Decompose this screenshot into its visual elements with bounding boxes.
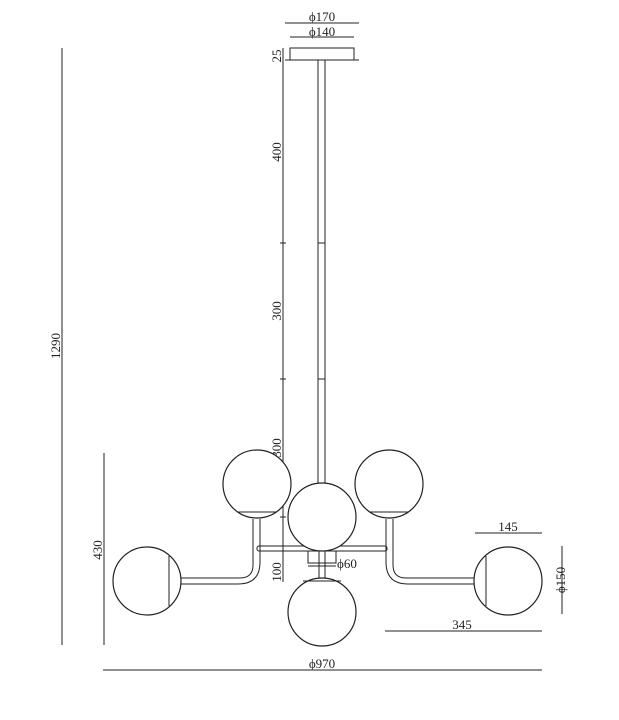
- globe-right: [473, 546, 543, 616]
- total-height-label: 1290: [48, 333, 63, 359]
- rod-dim-ticks: [280, 242, 286, 518]
- canopy: [289, 47, 355, 61]
- globe-bottom: [287, 577, 357, 647]
- right-arm: [385, 519, 476, 585]
- globe-center: [287, 482, 357, 552]
- body-height-label: 430: [90, 540, 105, 560]
- shade-diameter-label: ϕ150: [553, 567, 568, 593]
- globe-top-left: [222, 449, 292, 519]
- shade-width-label: 145: [498, 519, 518, 534]
- canopy-outer-label: ϕ170: [309, 9, 335, 24]
- total-diameter-label: ϕ970: [309, 656, 335, 671]
- hub-diameter-label: ϕ60: [337, 556, 357, 571]
- canopy-height-label: 25: [269, 50, 284, 63]
- left-arm: [170, 519, 261, 585]
- hub-stem: [318, 550, 326, 580]
- rod-segment-3-label: 300: [269, 438, 284, 458]
- hub: [307, 550, 337, 564]
- rod-segment-1-label: 400: [269, 142, 284, 162]
- hub-drop-label: 100: [269, 562, 284, 582]
- arm-reach-label: 345: [452, 617, 472, 632]
- globe-left: [112, 546, 182, 616]
- rod-segment-2-label: 300: [269, 301, 284, 321]
- rod: [317, 59, 326, 486]
- globe-top-right: [354, 449, 424, 519]
- canopy-inner-label: ϕ140: [309, 24, 335, 39]
